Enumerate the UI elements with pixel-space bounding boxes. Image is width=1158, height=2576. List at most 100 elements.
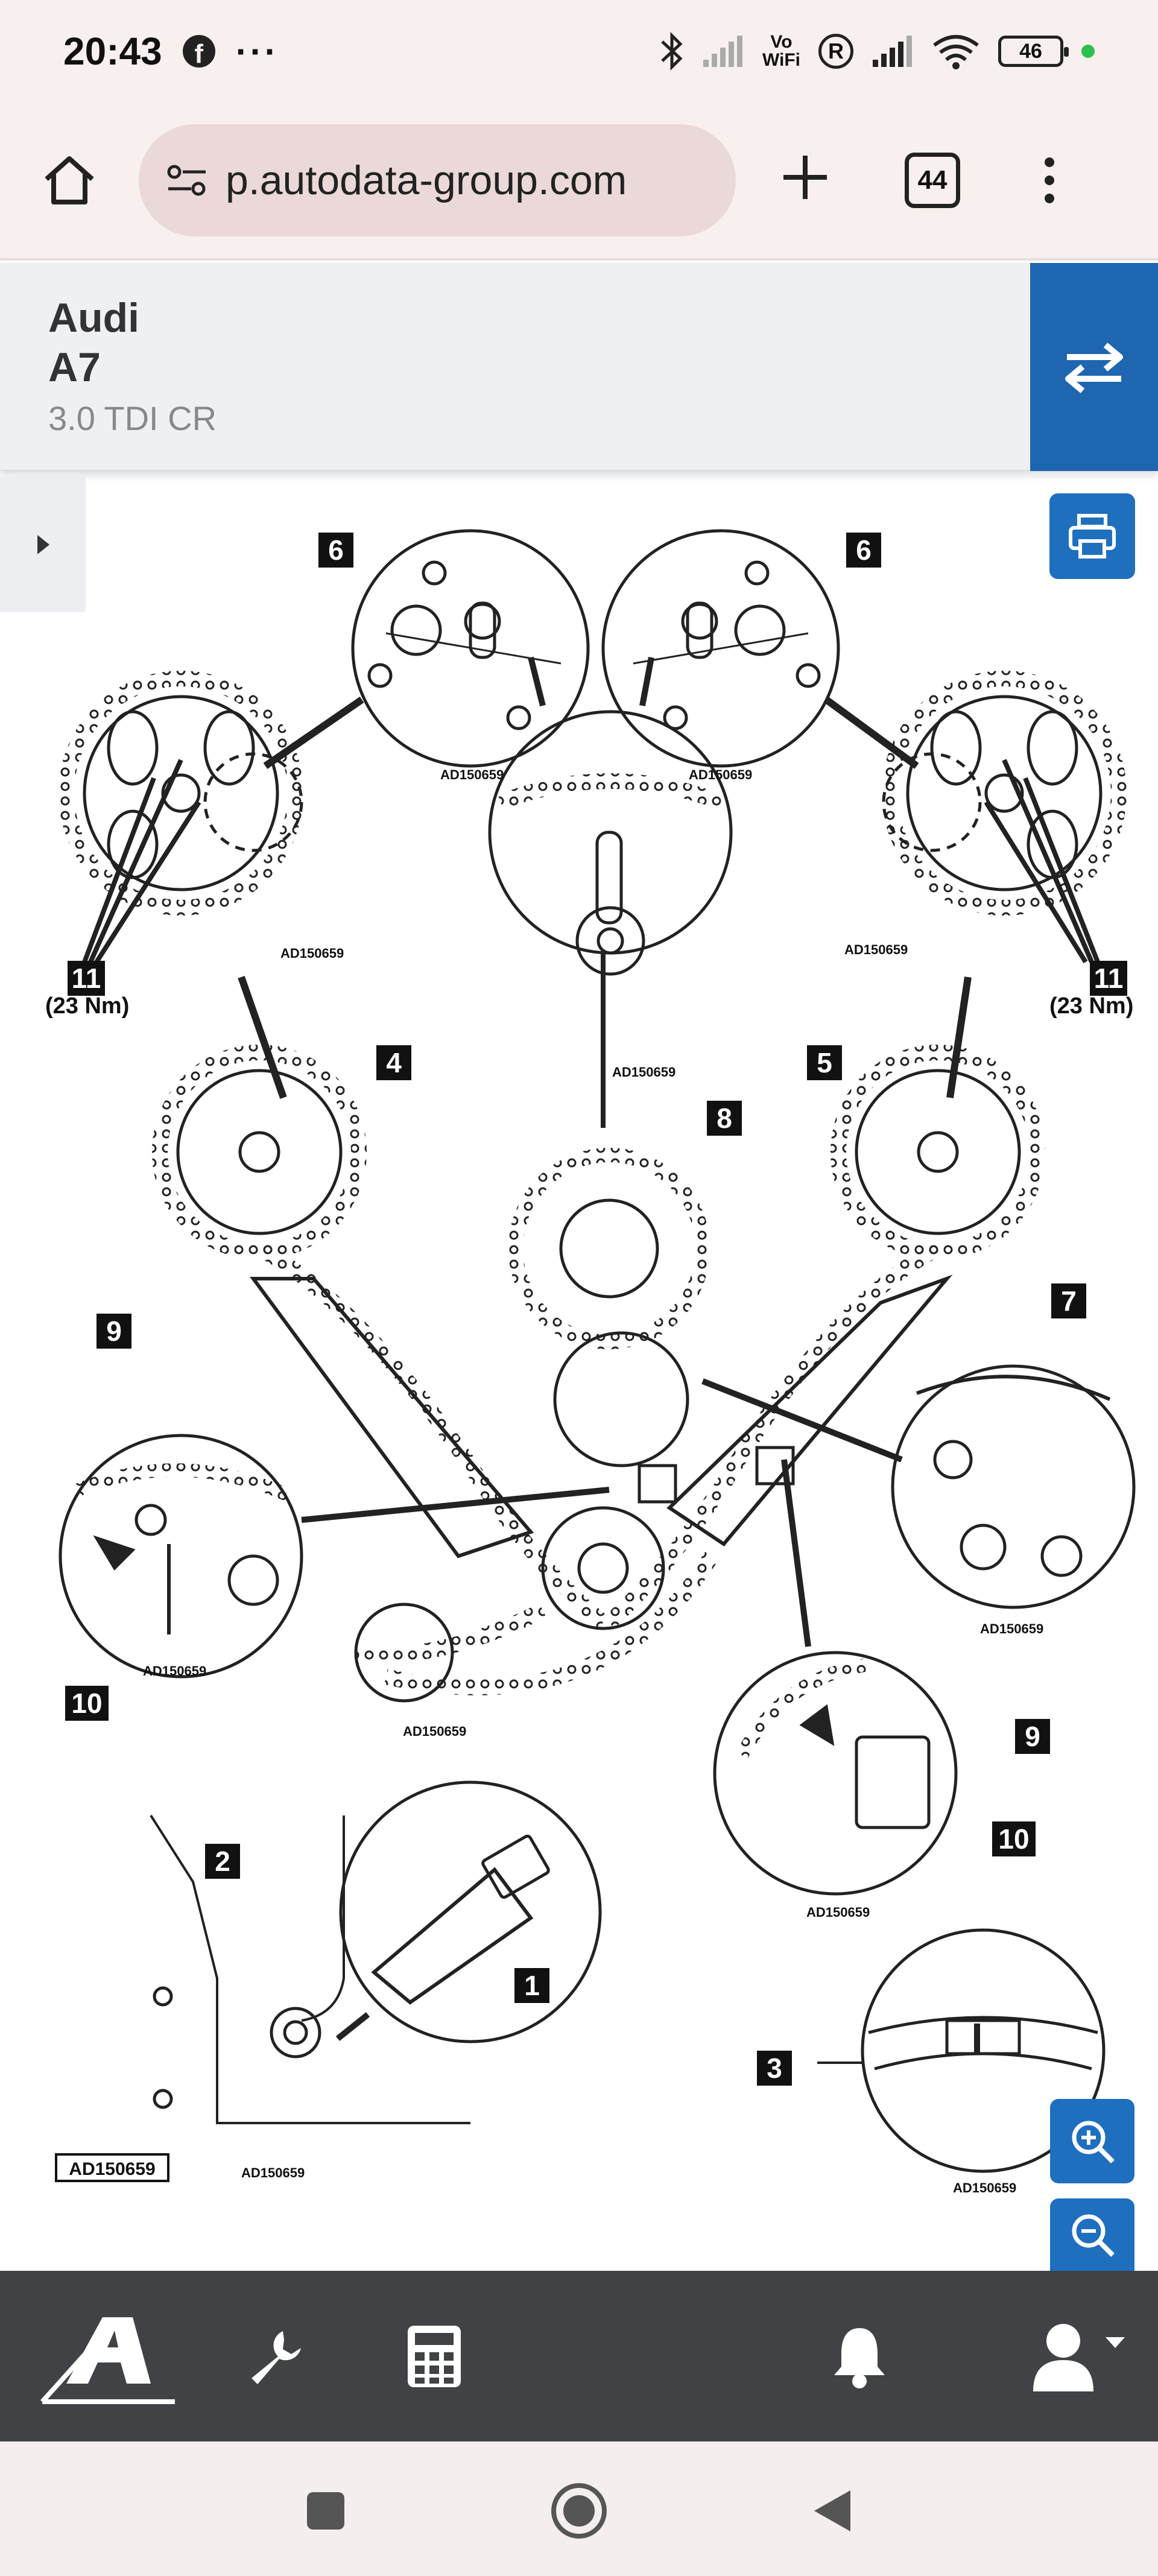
battery-indicator: 46 xyxy=(998,36,1069,67)
svg-text:8: 8 xyxy=(717,1103,732,1134)
callout-4: 4 xyxy=(376,1045,411,1080)
ref-label: AD150659 xyxy=(440,767,504,782)
print-button[interactable] xyxy=(1049,493,1135,579)
nav-account-button[interactable] xyxy=(1019,2271,1140,2442)
wifi-icon xyxy=(933,35,979,69)
detail-circle-left xyxy=(59,1434,610,1679)
callout-10-left: 10 xyxy=(65,1686,109,1721)
nav-home-logo[interactable] xyxy=(24,2271,193,2442)
svg-text:10: 10 xyxy=(71,1688,102,1719)
system-nav-bar xyxy=(0,2442,1158,2576)
print-icon xyxy=(1069,514,1116,559)
square-icon xyxy=(307,2492,344,2530)
svg-text:6: 6 xyxy=(328,534,344,566)
svg-text:4: 4 xyxy=(386,1047,402,1078)
svg-text:9: 9 xyxy=(106,1315,122,1347)
signal-icon xyxy=(703,36,742,67)
nav-notifications-button[interactable] xyxy=(820,2271,899,2442)
callout-5: 5 xyxy=(807,1045,842,1080)
ref-label: AD150659 xyxy=(844,942,908,957)
callout-1: 1 xyxy=(514,1968,549,2003)
wrench-icon xyxy=(252,2331,301,2384)
detail-circle-lower-right-small xyxy=(817,1928,1106,2173)
svg-text:AD150659: AD150659 xyxy=(69,2159,155,2179)
callout-6-left: 6 xyxy=(318,533,353,568)
tab-switcher-button[interactable]: 44 xyxy=(905,153,960,208)
more-vert-icon[interactable] xyxy=(1037,157,1062,203)
ref-label: AD150659 xyxy=(806,1905,870,1920)
status-left: 20:43 f ··· xyxy=(63,29,279,74)
svg-text:1: 1 xyxy=(524,1970,540,2001)
nav-calculator-button[interactable] xyxy=(395,2271,473,2442)
svg-text:2: 2 xyxy=(215,1846,230,1877)
ref-label: AD150659 xyxy=(612,1065,676,1080)
callout-7: 7 xyxy=(1051,1283,1086,1318)
right-intermediate-sprocket xyxy=(831,976,1045,1259)
privacy-dot-icon xyxy=(1081,45,1095,58)
callout-10-right: 10 xyxy=(992,1821,1036,1856)
detail-circle-top-left xyxy=(351,529,590,768)
callout-2: 2 xyxy=(205,1844,240,1879)
address-bar[interactable]: p.autodata-group.com xyxy=(139,124,736,236)
zoom-in-button[interactable] xyxy=(1050,2099,1134,2183)
svg-text:11: 11 xyxy=(72,963,101,994)
user-icon xyxy=(1033,2323,1125,2391)
app-bottom-nav xyxy=(0,2271,1158,2442)
svg-text:5: 5 xyxy=(817,1047,832,1078)
zoom-in-icon xyxy=(1072,2121,1115,2163)
back-button[interactable] xyxy=(799,2478,865,2544)
home-icon xyxy=(45,156,94,204)
callout-9-left: 9 xyxy=(96,1314,131,1349)
circle-home-icon xyxy=(551,2483,607,2539)
svg-text:6: 6 xyxy=(856,534,872,566)
detail-circle-lower-right xyxy=(713,1459,958,1896)
ref-label-boxed: AD150659 xyxy=(55,2153,169,2182)
ref-label: AD150659 xyxy=(280,946,344,961)
svg-text:9: 9 xyxy=(1025,1721,1040,1752)
home-system-button[interactable] xyxy=(546,2478,612,2544)
nav-repair-button[interactable] xyxy=(235,2271,314,2442)
callout-8: 8 xyxy=(707,1101,742,1136)
svg-text:3: 3 xyxy=(767,2052,782,2084)
left-intermediate-sprocket xyxy=(152,976,367,1259)
detail-pin-tool xyxy=(150,1780,602,2124)
chevron-right-icon xyxy=(37,534,49,554)
change-vehicle-button[interactable] xyxy=(1030,263,1158,471)
left-camshaft-sprocket xyxy=(59,671,364,964)
status-bar: 20:43 f ··· Vo WiFi R 46 xyxy=(0,0,1158,103)
vehicle-make: Audi xyxy=(48,295,140,341)
ref-label: AD150659 xyxy=(403,1724,466,1739)
callout-11-right: 11 xyxy=(1090,961,1127,996)
ref-label: AD150659 xyxy=(689,767,752,782)
back-triangle-icon xyxy=(814,2490,850,2531)
tune-icon[interactable] xyxy=(163,156,211,204)
new-tab-button[interactable] xyxy=(772,147,838,214)
bluetooth-icon xyxy=(661,32,683,71)
svg-text:11: 11 xyxy=(1094,963,1124,994)
swap-icon xyxy=(1065,342,1123,393)
svg-text:10: 10 xyxy=(998,1823,1029,1855)
roaming-icon: R xyxy=(818,34,853,69)
status-time: 20:43 xyxy=(63,30,162,73)
timing-chain-diagram[interactable]: 6 6 11 11 4 5 8 9 xyxy=(0,519,1158,2268)
ref-label: AD150659 xyxy=(241,2165,305,2180)
sidebar-toggle-button[interactable] xyxy=(0,476,86,612)
callout-6-right: 6 xyxy=(846,533,881,568)
signal-icon-2 xyxy=(873,36,912,67)
vehicle-engine: 3.0 TDI CR xyxy=(48,399,217,437)
url-text: p.autodata-group.com xyxy=(226,157,627,203)
bell-icon xyxy=(834,2328,885,2388)
callout-3: 3 xyxy=(757,2051,792,2086)
recents-button[interactable] xyxy=(293,2478,359,2544)
vehicle-header: Audi A7 3.0 TDI CR xyxy=(0,263,1158,471)
right-camshaft-sprocket xyxy=(824,671,1127,964)
more-notifications-icon: ··· xyxy=(235,31,279,72)
calculator-icon xyxy=(408,2325,461,2387)
ref-label: AD150659 xyxy=(953,2180,1016,2195)
detail-circle-center xyxy=(488,710,733,1128)
plus-icon xyxy=(783,156,827,199)
status-right: Vo WiFi R 46 xyxy=(660,32,1095,71)
home-button[interactable] xyxy=(36,147,103,214)
ref-label: AD150659 xyxy=(143,1663,206,1679)
zoom-out-button[interactable] xyxy=(1050,2198,1134,2271)
